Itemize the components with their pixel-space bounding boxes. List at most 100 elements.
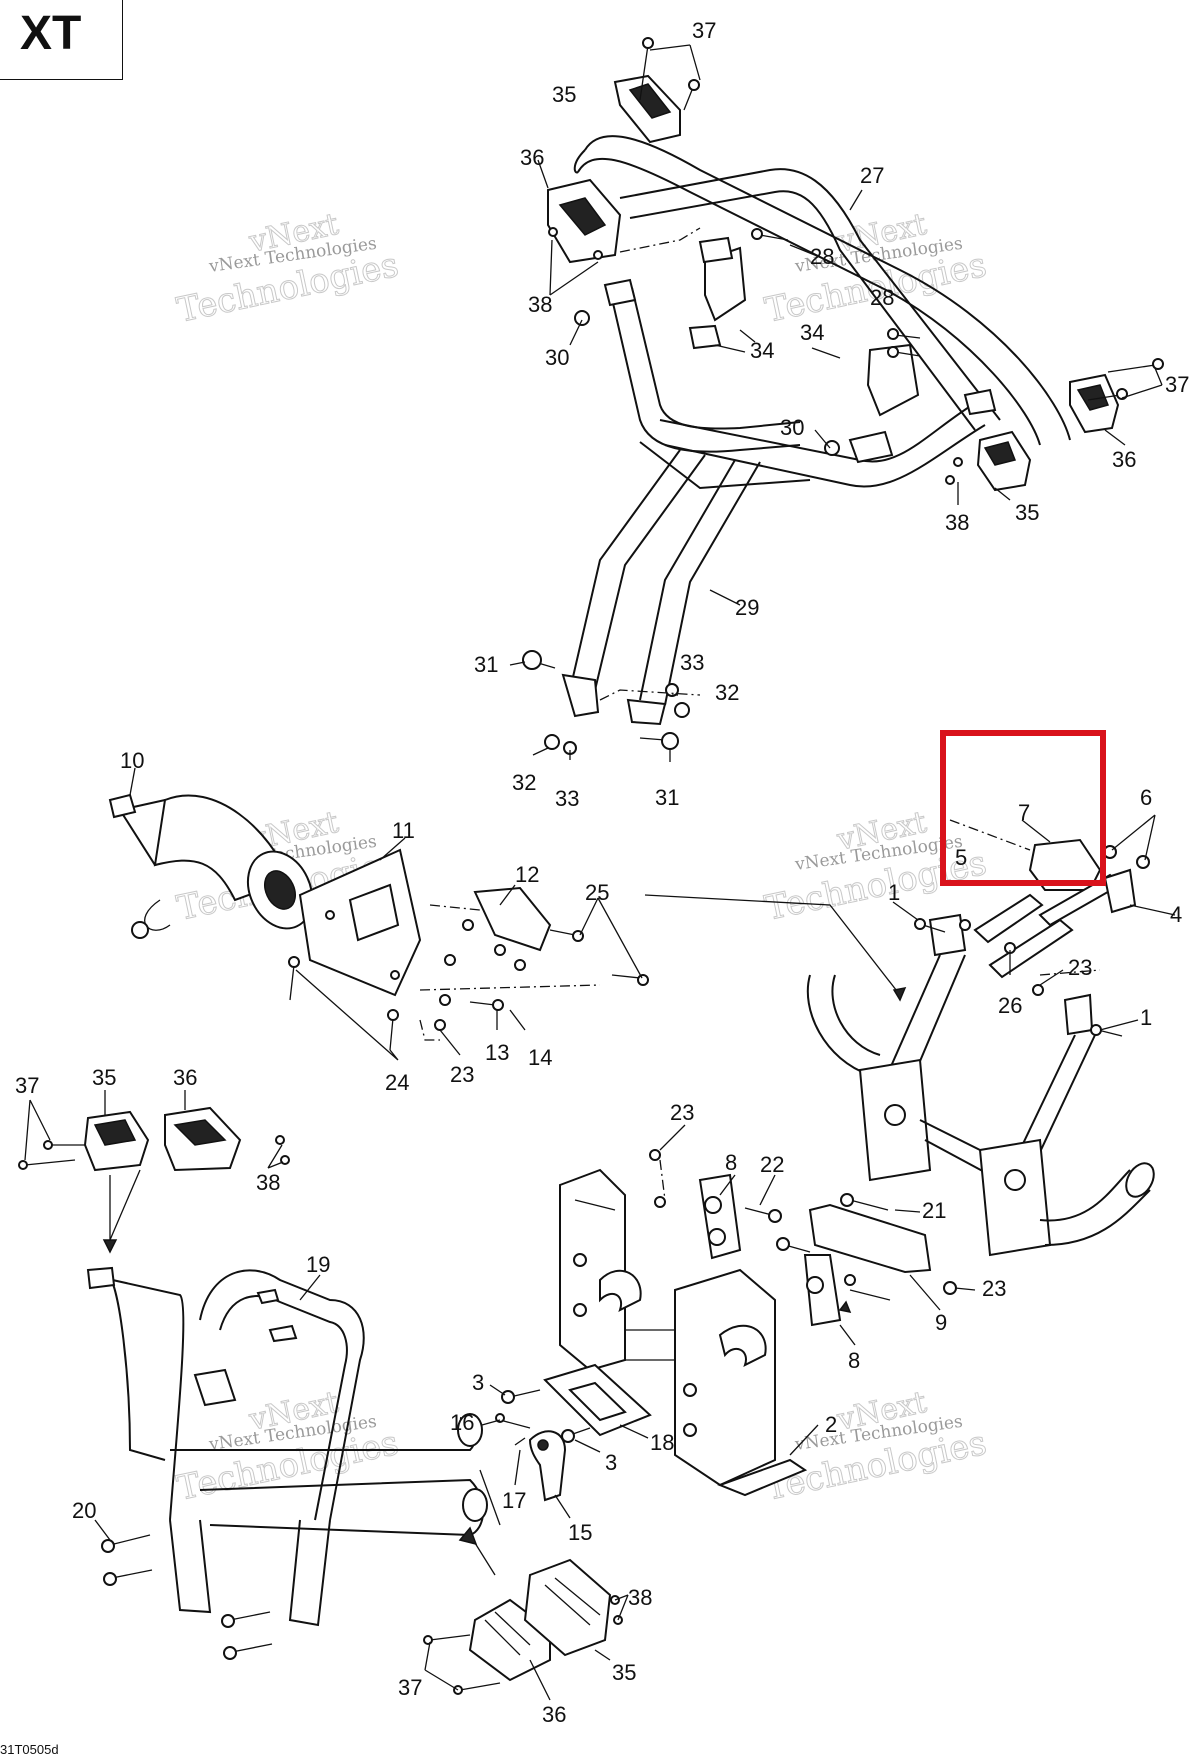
bracket-36-top: [547, 178, 622, 264]
model-badge: XT: [20, 7, 82, 60]
callout-21: 21: [922, 1198, 946, 1223]
bracket-35-left: [83, 1110, 150, 1172]
callout-30: 30: [545, 345, 569, 370]
callout-13: 13: [485, 1040, 509, 1065]
callout-38: 38: [256, 1170, 280, 1195]
callout-23: 23: [450, 1062, 474, 1087]
callout-23: 23: [1068, 955, 1092, 980]
callout-37: 37: [398, 1675, 422, 1700]
callout-34: 34: [750, 338, 774, 363]
callout-33: 33: [680, 650, 704, 675]
top-tube-clamps: [603, 236, 997, 464]
callout-27: 27: [860, 163, 884, 188]
callout-1: 1: [1140, 1005, 1152, 1030]
winch-cover-2: [559, 1168, 808, 1497]
callout-18: 18: [650, 1430, 674, 1455]
drawing-reference: 31T0505d: [0, 1742, 59, 1757]
center-leaders: [481, 1124, 976, 1519]
bracket-36-right: [1069, 373, 1120, 434]
watermark-top-right: vNext Technologies vNext Technologies: [761, 206, 990, 331]
callout-36: 36: [542, 1702, 566, 1727]
callout-35: 35: [1015, 500, 1039, 525]
callout-17: 17: [502, 1488, 526, 1513]
assembly-arrows: [102, 987, 907, 1576]
bracket-34-left: [688, 246, 747, 350]
callout-33: 33: [555, 786, 579, 811]
bracket-35-top: [613, 74, 681, 144]
hook-15-and-pin: [495, 1413, 567, 1502]
callout-28: 28: [810, 244, 834, 269]
callout-38: 38: [945, 510, 969, 535]
lower-frame: [806, 913, 1155, 1257]
front-bumper-19: [86, 1266, 488, 1627]
top-fasteners: [522, 37, 1164, 755]
center-brackets: [649, 1149, 957, 1327]
callout-29: 29: [735, 595, 759, 620]
callout-31: 31: [474, 652, 498, 677]
callout-32: 32: [715, 680, 739, 705]
winch-leader-lines: [129, 767, 901, 1061]
upper-bumper-frame: [561, 135, 1071, 726]
callout-1: 1: [888, 880, 900, 905]
callout-23: 23: [982, 1276, 1006, 1301]
callout-12: 12: [515, 862, 539, 887]
callout-8: 8: [848, 1348, 860, 1373]
callout-15: 15: [568, 1520, 592, 1545]
bracket-35-right: [976, 430, 1032, 492]
callout-32: 32: [512, 770, 536, 795]
callout-36: 36: [1112, 447, 1136, 472]
callout-9: 9: [935, 1310, 947, 1335]
lower-frame-leaders: [892, 814, 1176, 1031]
model-badge-frame: [0, 0, 123, 80]
callout-35: 35: [92, 1065, 116, 1090]
part-7-and-links: [914, 819, 1150, 1037]
bracket-36-left: [164, 1106, 242, 1172]
fairlead-18: [543, 1363, 652, 1437]
callout-37: 37: [692, 18, 716, 43]
bumper-leaders: [24, 1090, 629, 1701]
callout-38: 38: [628, 1585, 652, 1610]
callout-28: 28: [870, 285, 894, 310]
callout-3: 3: [605, 1450, 617, 1475]
callout-25: 25: [585, 880, 609, 905]
callout-19: 19: [306, 1252, 330, 1277]
winch-fasteners: [288, 904, 649, 1051]
callout-37: 37: [1165, 372, 1189, 397]
watermark-bottom-right: vNext Technologies vNext Technologies: [761, 1384, 990, 1509]
callout-38: 38: [528, 292, 552, 317]
callout-24: 24: [385, 1070, 409, 1095]
callout-14: 14: [528, 1045, 552, 1070]
callout-6: 6: [1140, 785, 1152, 810]
callout-22: 22: [760, 1152, 784, 1177]
callout-35: 35: [612, 1660, 636, 1685]
callout-20: 20: [72, 1498, 96, 1523]
callout-31: 31: [655, 785, 679, 810]
callout-labels: 37 35 36 27 28 28 38 30 34 34 37 30 36 3…: [15, 18, 1189, 1727]
callout-34: 34: [800, 320, 824, 345]
callout-36: 36: [520, 145, 544, 170]
callout-3: 3: [472, 1370, 484, 1395]
watermark-top-left: vNext Technologies vNext Technologies: [173, 206, 402, 331]
center-fasteners: [501, 1389, 591, 1443]
callout-30: 30: [780, 415, 804, 440]
bracket-34-right: [866, 343, 920, 417]
callout-16: 16: [450, 1410, 474, 1435]
bracket-36-bottom: [523, 1558, 612, 1657]
callout-8: 8: [725, 1150, 737, 1175]
callout-7: 7: [1018, 800, 1030, 825]
callout-37: 37: [15, 1073, 39, 1098]
callout-36: 36: [173, 1065, 197, 1090]
callout-35: 35: [552, 82, 576, 107]
callout-11: 11: [392, 818, 415, 843]
highlight-box-part-7: [940, 730, 1106, 886]
callout-5: 5: [955, 845, 967, 870]
callout-2: 2: [825, 1412, 837, 1437]
callout-10: 10: [120, 748, 144, 773]
callout-26: 26: [998, 993, 1022, 1018]
callout-4: 4: [1170, 902, 1182, 927]
winch-10: [108, 793, 314, 939]
bracket-12: [473, 886, 552, 952]
callout-23: 23: [670, 1100, 694, 1125]
top-leader-lines: [509, 44, 1163, 762]
